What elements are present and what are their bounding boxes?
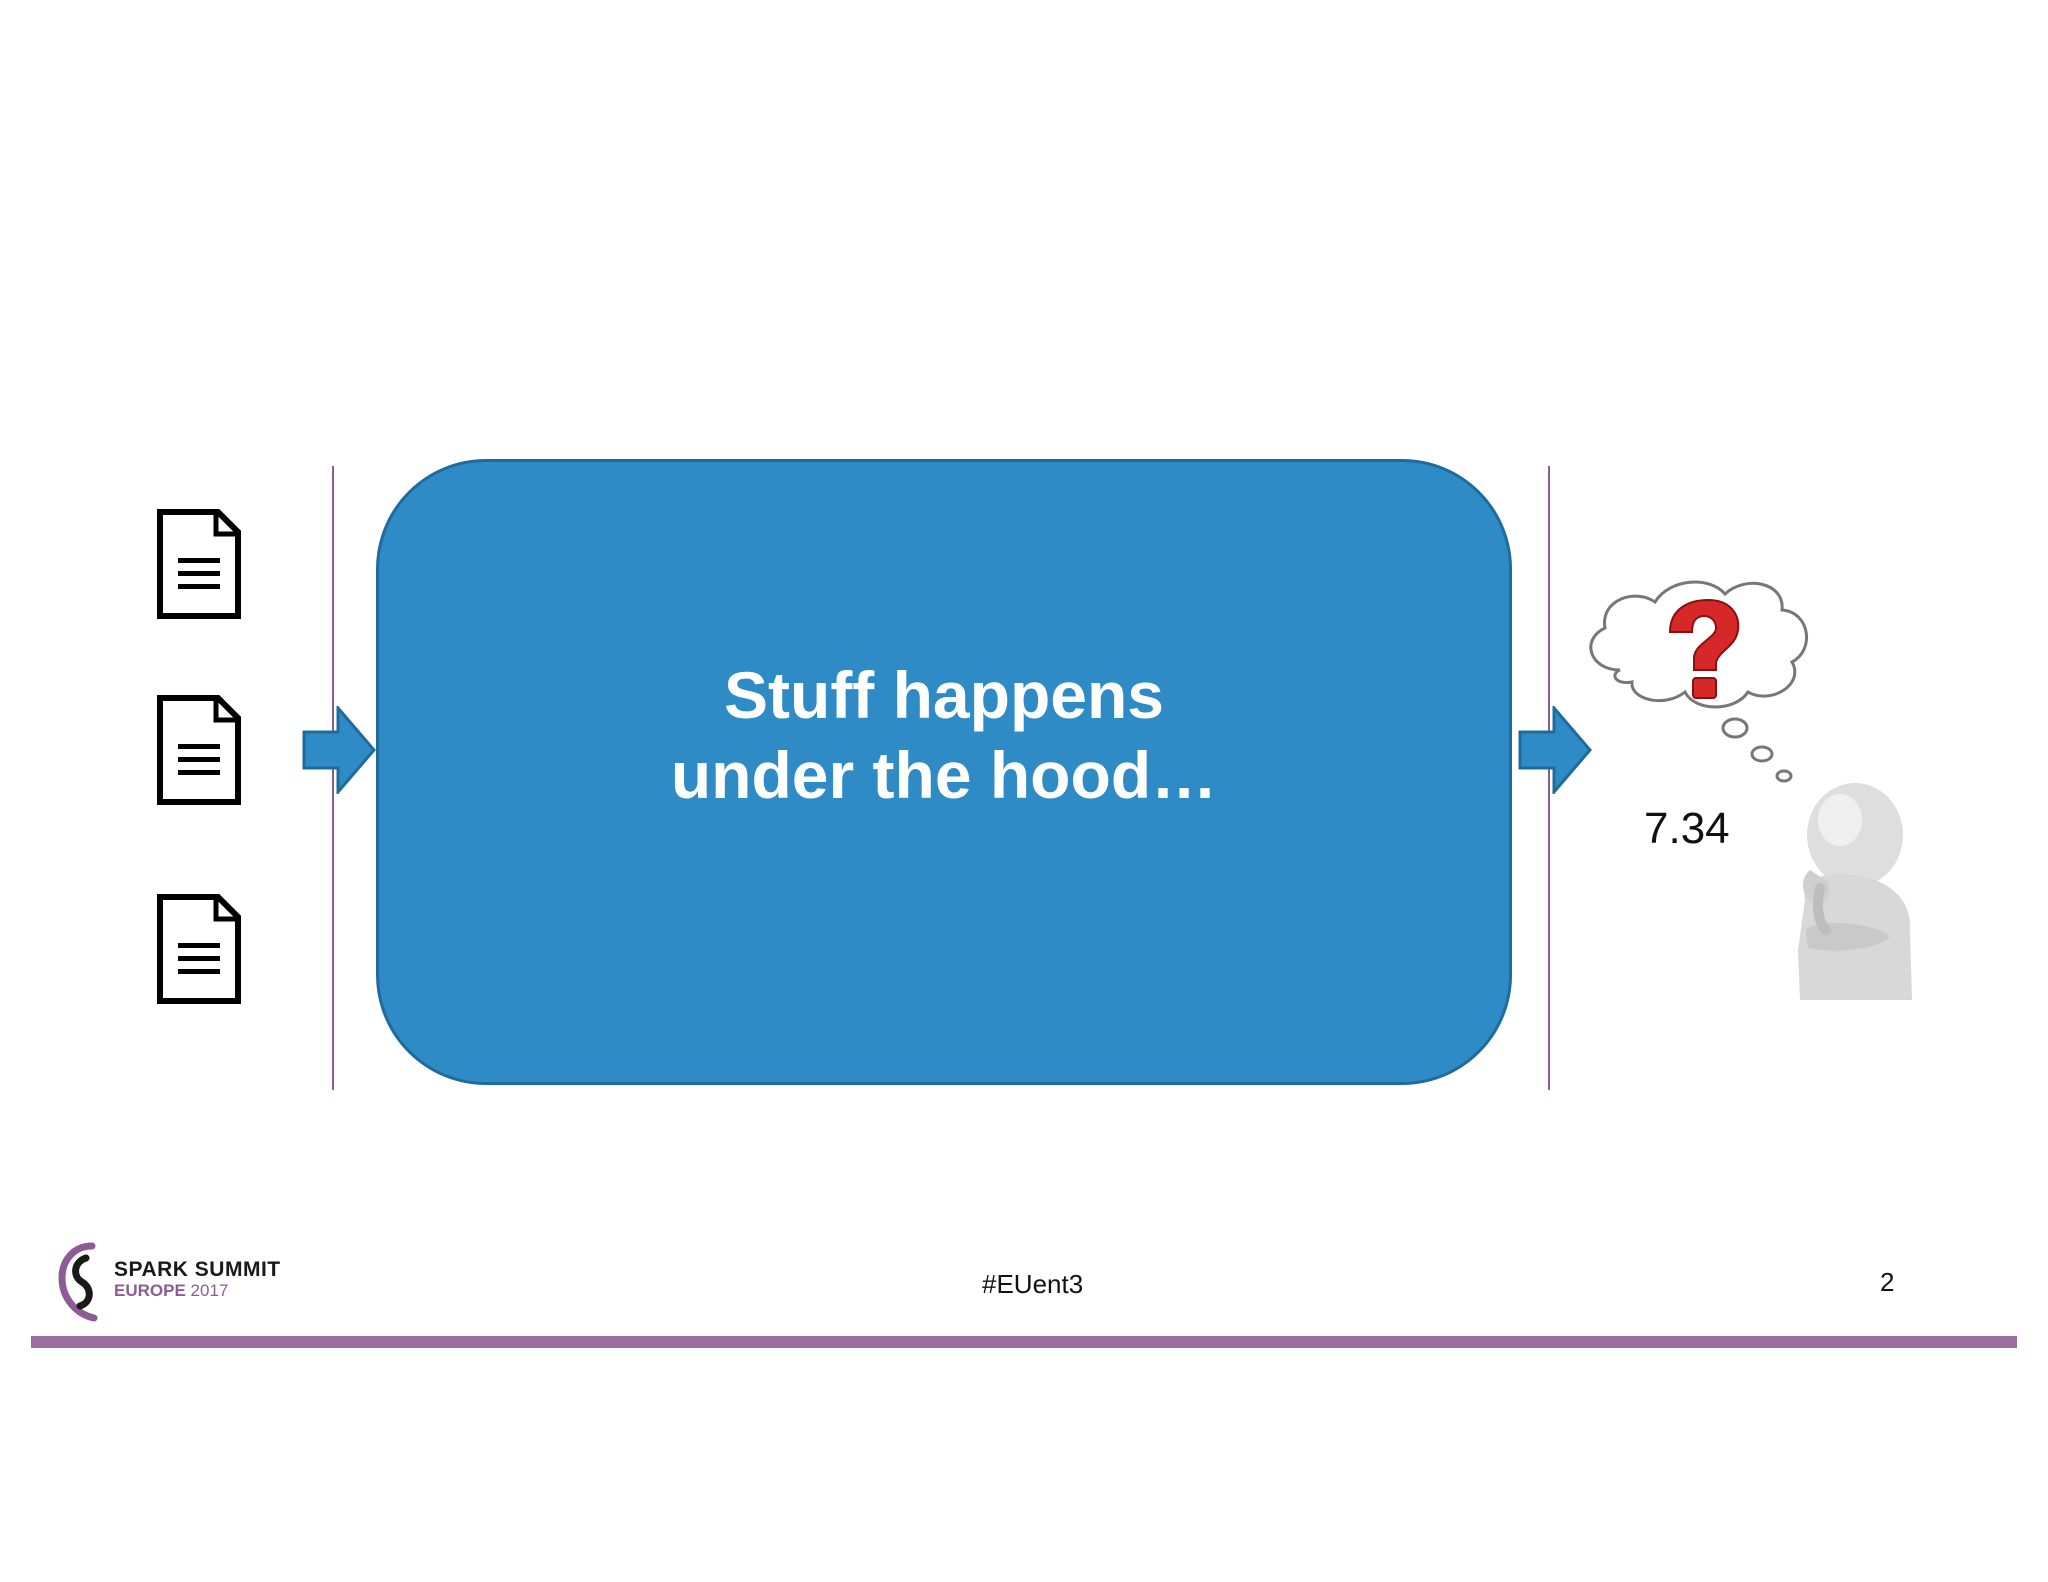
document-icon — [157, 509, 241, 619]
process-label: Stuff happens under the hood… — [671, 655, 1217, 815]
process-label-line1: Stuff happens — [724, 658, 1164, 732]
logo-subtitle-year: 2017 — [190, 1281, 229, 1300]
document-icon — [157, 695, 241, 805]
input-arrow-icon — [302, 706, 376, 794]
hashtag: #EUent3 — [982, 1269, 1084, 1299]
question-mark-icon — [1668, 598, 1740, 699]
result-value: 7.34 — [1644, 804, 1730, 853]
process-label-line2: under the hood… — [670, 738, 1218, 812]
footer-bar — [31, 1336, 2017, 1348]
document-icon — [157, 894, 241, 1004]
spark-logo-icon — [58, 1242, 98, 1322]
output-arrow-icon — [1518, 706, 1592, 794]
spark-summit-logo: SPARK SUMMIT EUROPE 2017 — [56, 1240, 316, 1324]
logo-subtitle: EUROPE 2017 — [114, 1281, 228, 1301]
thinking-person-icon — [1589, 580, 1912, 1000]
right-divider — [1548, 466, 1550, 1090]
logo-subtitle-region: EUROPE — [114, 1281, 186, 1300]
person-figure — [1798, 783, 1912, 1000]
thought-cloud-icon — [1589, 580, 1808, 783]
process-box: Stuff happens under the hood… — [376, 459, 1512, 1085]
logo-title: SPARK SUMMIT — [114, 1258, 281, 1281]
left-divider — [332, 466, 334, 1090]
page-number: 2 — [1880, 1267, 1895, 1297]
